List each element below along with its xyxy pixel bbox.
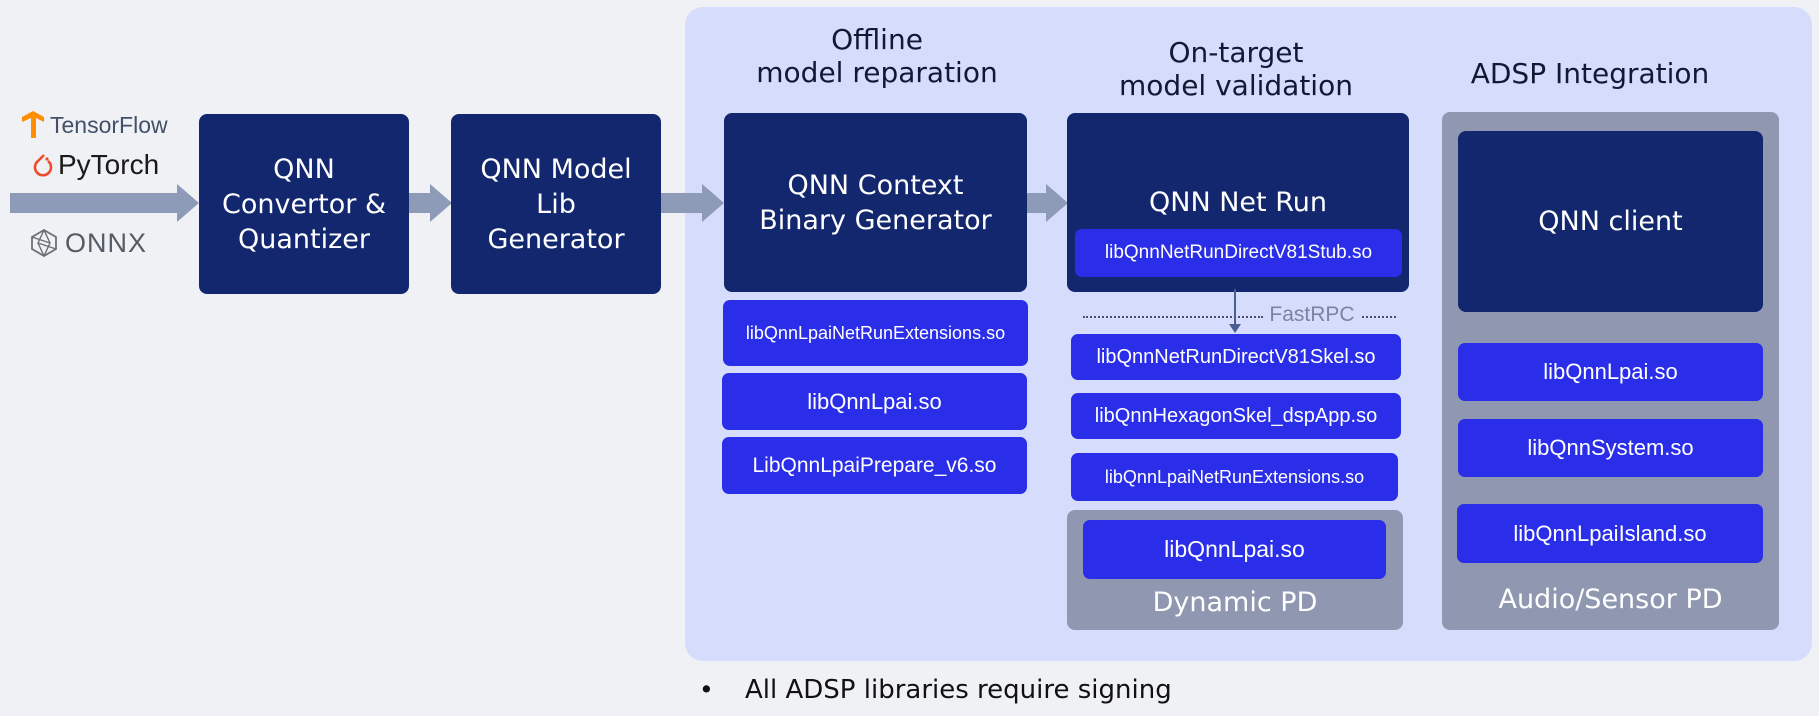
header-adsp: ADSP Integration: [1470, 57, 1710, 90]
fastrpc-label: FastRPC: [1269, 303, 1355, 326]
onnx-logo: ONNX: [29, 227, 189, 259]
qnn-context-binary-generator-label: QNN Context Binary Generator: [759, 169, 992, 236]
on-target-lib-skel: libQnnNetRunDirectV81Skel.so: [1071, 334, 1401, 380]
arrow-converter-to-lib-head: [430, 184, 452, 222]
dynamic-pd-lib-label: libQnnLpai.so: [1164, 536, 1305, 562]
qnn-context-binary-generator-block: QNN Context Binary Generator: [724, 113, 1027, 292]
arrow-context-to-netrun: [1027, 193, 1049, 213]
arrow-lib-to-context-head: [702, 184, 724, 222]
tensorflow-logo: TensorFlow: [20, 110, 180, 140]
net-run-stub-lib: libQnnNetRunDirectV81Stub.so: [1075, 229, 1402, 277]
header-offline: Offline model reparation: [756, 23, 998, 89]
on-target-lib-netrun-extensions: libQnnLpaiNetRunExtensions.so: [1071, 453, 1398, 501]
qnn-client-block: QNN client: [1458, 131, 1763, 312]
adsp-lib-label: libQnnLpaiIsland.so: [1513, 520, 1707, 546]
audio-sensor-pd-label: Audio/Sensor PD: [1498, 584, 1723, 615]
qnn-converter-label: QNN Convertor & Quantizer: [221, 153, 387, 255]
on-target-lib-label: libQnnNetRunDirectV81Skel.so: [1096, 345, 1376, 368]
arrow-context-to-netrun-head: [1046, 184, 1068, 222]
adsp-lib-label: libQnnLpai.so: [1543, 359, 1678, 384]
fastrpc-dotted-line-right: [1362, 316, 1396, 318]
dynamic-pd-lib: libQnnLpai.so: [1083, 520, 1386, 579]
offline-lib-netrun-extensions: libQnnLpaiNetRunExtensions.so: [723, 300, 1028, 366]
net-run-stub-label: libQnnNetRunDirectV81Stub.so: [1104, 242, 1373, 263]
arrow-lib-to-context: [661, 193, 705, 213]
adsp-lib-lpai: libQnnLpai.so: [1458, 343, 1763, 401]
fastrpc-arrow-shaft: [1234, 289, 1236, 326]
offline-lib-label: LibQnnLpaiPrepare_v6.so: [752, 453, 997, 477]
tensorflow-icon: [22, 111, 44, 138]
pytorch-logo: PyTorch: [32, 148, 192, 182]
fastrpc-dotted-line-left: [1083, 316, 1263, 318]
onnx-label: ONNX: [65, 227, 148, 258]
on-target-lib-label: libQnnLpaiNetRunExtensions.so: [1104, 466, 1365, 487]
qnn-net-run-label: QNN Net Run: [1149, 187, 1327, 218]
qnn-model-lib-generator-label: QNN Model Lib Generator: [480, 153, 632, 255]
dynamic-pd-label: Dynamic PD: [1152, 587, 1318, 618]
note-text: All ADSP libraries require signing: [745, 675, 1172, 705]
onnx-icon: [31, 228, 57, 258]
input-arrow-shaft: [10, 193, 178, 213]
on-target-lib-hexagon-skel: libQnnHexagonSkel_dspApp.so: [1071, 393, 1401, 439]
qnn-converter-block: QNN Convertor & Quantizer: [199, 114, 409, 294]
note-bullet: •: [699, 675, 714, 704]
adsp-lib-label: libQnnSystem.so: [1527, 435, 1694, 460]
arrow-converter-to-lib: [409, 193, 433, 213]
offline-lib-label: libQnnLpai.so: [807, 388, 942, 414]
adsp-lib-system: libQnnSystem.so: [1458, 419, 1763, 477]
pytorch-label: PyTorch: [58, 149, 160, 180]
on-target-lib-label: libQnnHexagonSkel_dspApp.so: [1094, 404, 1378, 427]
offline-lib-prepare: LibQnnLpaiPrepare_v6.so: [722, 437, 1027, 494]
pytorch-icon: [33, 154, 53, 177]
offline-lib-label: libQnnLpaiNetRunExtensions.so: [745, 322, 1006, 343]
adsp-lib-island: libQnnLpaiIsland.so: [1457, 504, 1763, 563]
input-arrow-head: [177, 184, 199, 222]
offline-lib-lpai: libQnnLpai.so: [722, 373, 1027, 430]
tensorflow-label: TensorFlow: [50, 111, 168, 138]
header-on-target: On-target model validation: [1119, 36, 1353, 102]
fastrpc-arrow-head: [1229, 324, 1241, 333]
qnn-model-lib-generator-block: QNN Model Lib Generator: [451, 114, 661, 294]
qnn-client-label: QNN client: [1538, 206, 1683, 237]
